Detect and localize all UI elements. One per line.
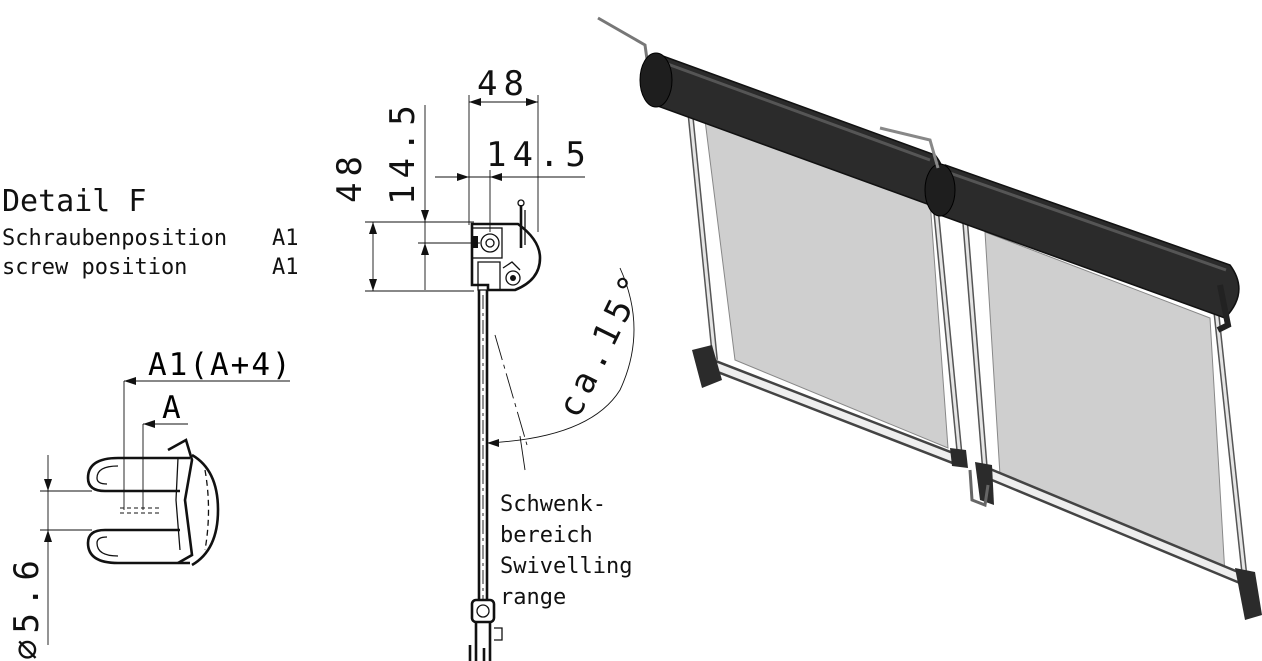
side-profile-view [365,95,635,661]
screw-position-en-value: A1 [272,255,299,280]
swivel-line-3: Swivelling [500,554,632,579]
detail-title: Detail F [2,184,147,219]
swivel-line-1: Schwenk- [500,492,606,517]
dim-a1: A1(A+4) [148,347,293,383]
screw-position-en-label: screw position [2,255,187,280]
screw-slot-detail [40,377,290,645]
swivel-line-4: range [500,585,566,610]
dim-width-top: 48 [477,64,530,104]
dim-a: A [162,390,181,426]
dim-diameter: ⌀5.6 [7,554,47,660]
swivel-line-2: bereich [500,523,593,548]
dim-height-left: 48 [330,150,370,203]
roller-blind-illustration [597,16,1262,620]
dim-offset-left: 14.5 [383,99,423,205]
angle-label: ca.15° [550,264,656,424]
dim-offset-top: 14.5 [486,135,592,175]
screw-position-de-value: A1 [272,226,299,251]
screw-position-de-label: Schraubenposition [2,226,227,251]
